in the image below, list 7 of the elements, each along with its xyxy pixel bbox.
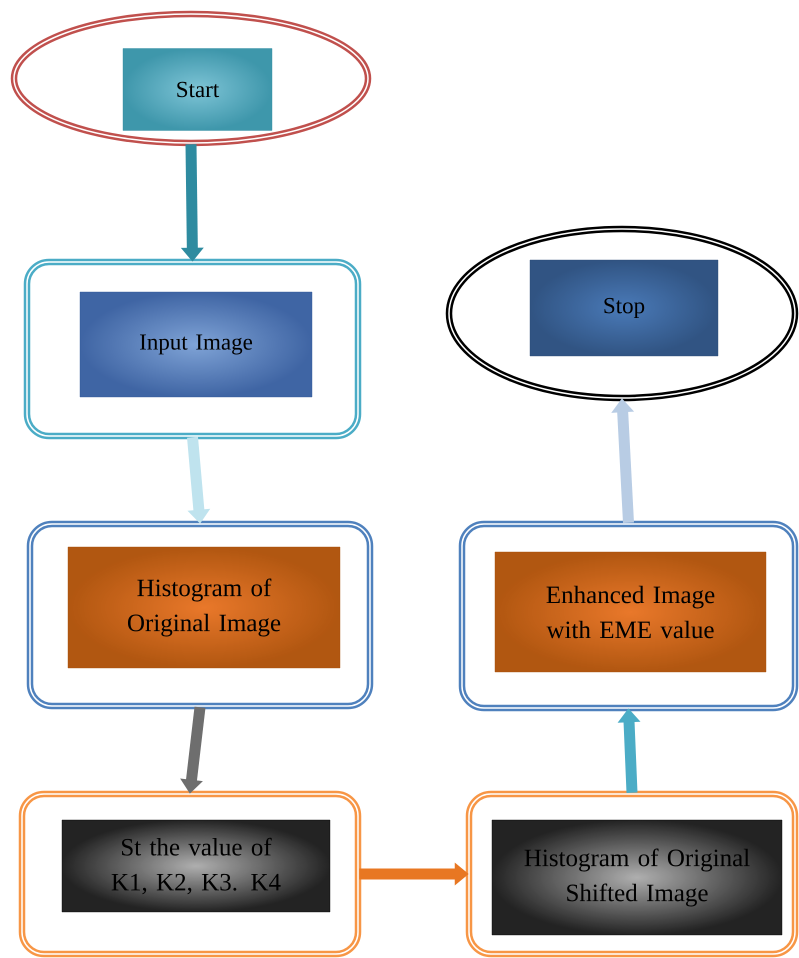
process-box: Stop (530, 260, 718, 356)
process-box: Start (122, 48, 272, 131)
process-box: Input Image (80, 292, 312, 398)
process-box: St the value of K1, K2, K3. K4 (62, 820, 330, 912)
process-box: Histogram of Original Image (68, 546, 340, 668)
process-box: Histogram of Original Shifted Image (492, 820, 782, 936)
process-box: Enhanced Image with EME value (494, 552, 766, 672)
